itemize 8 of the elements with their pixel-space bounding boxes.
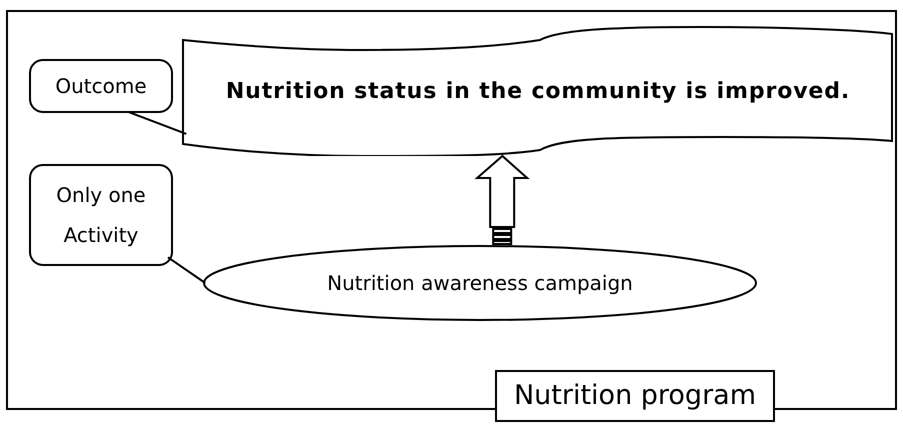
program-heading: Nutrition program [495,370,775,422]
block-arrow [474,154,530,245]
callout-bubble: Only one Activity [29,164,173,266]
activity-ellipse: Nutrition awareness campaign [203,245,757,321]
callout-tail [167,256,206,284]
wave-banner: Nutrition status in the community is improved. [182,26,894,156]
callout-bubble: Outcome [29,59,173,113]
callout-tail [128,110,187,135]
